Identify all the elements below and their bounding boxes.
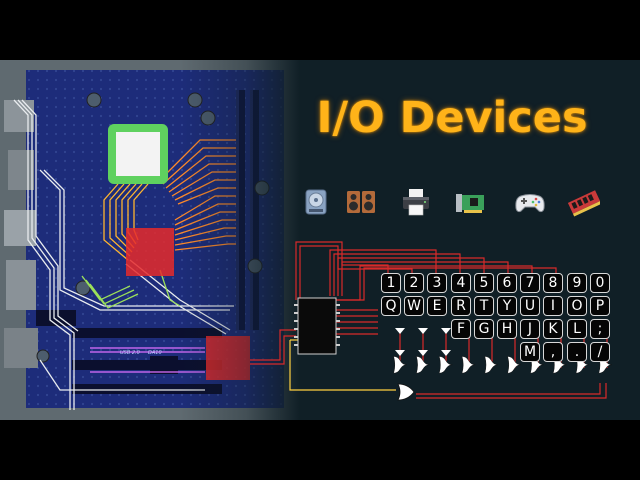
key: 1	[381, 273, 401, 293]
main-or-gate	[397, 383, 415, 401]
cpu-heatspreader	[116, 132, 160, 176]
key: 8	[543, 273, 563, 293]
speakers-icon	[347, 191, 375, 213]
key: 7	[520, 273, 540, 293]
decoder-chip	[297, 297, 337, 355]
key: T	[474, 296, 494, 316]
gamepad-icon	[515, 194, 545, 213]
key: P	[590, 296, 610, 316]
key: 9	[567, 273, 587, 293]
key: H	[497, 319, 517, 339]
board-label-da: DA10	[148, 350, 162, 356]
key: E	[427, 296, 447, 316]
key: W	[404, 296, 424, 316]
key: Q	[381, 296, 401, 316]
key: ;	[590, 319, 610, 339]
key: L	[567, 319, 587, 339]
hard-drive-icon	[305, 189, 327, 215]
diode-row-upper	[395, 328, 451, 356]
key: 0	[590, 273, 610, 293]
key: /	[590, 342, 610, 362]
key: R	[451, 296, 471, 316]
gate-row	[393, 356, 613, 374]
bus-line	[289, 340, 396, 391]
key: J	[520, 319, 540, 339]
key: F	[451, 319, 471, 339]
video-title: I/O Devices	[316, 93, 588, 143]
scene-illustration	[0, 60, 613, 420]
board-label-usb: USB 2.0	[120, 350, 140, 356]
key: 2	[404, 273, 424, 293]
northbridge-chip	[126, 228, 174, 276]
key: I	[543, 296, 563, 316]
expansion-card-icon	[456, 194, 484, 213]
key: U	[520, 296, 540, 316]
key: 6	[497, 273, 517, 293]
key: K	[543, 319, 563, 339]
printer-icon	[403, 189, 429, 216]
thumbnail-frame: I/O Devices	[0, 60, 640, 420]
key: G	[474, 319, 494, 339]
key: M	[520, 342, 540, 362]
key: 5	[474, 273, 494, 293]
key: 3	[427, 273, 447, 293]
key: ,	[543, 342, 563, 362]
key: O	[567, 296, 587, 316]
memory-module-icon	[568, 190, 600, 217]
key: .	[567, 342, 587, 362]
key: 4	[451, 273, 471, 293]
key: Y	[497, 296, 517, 316]
traces-green	[81, 269, 181, 309]
